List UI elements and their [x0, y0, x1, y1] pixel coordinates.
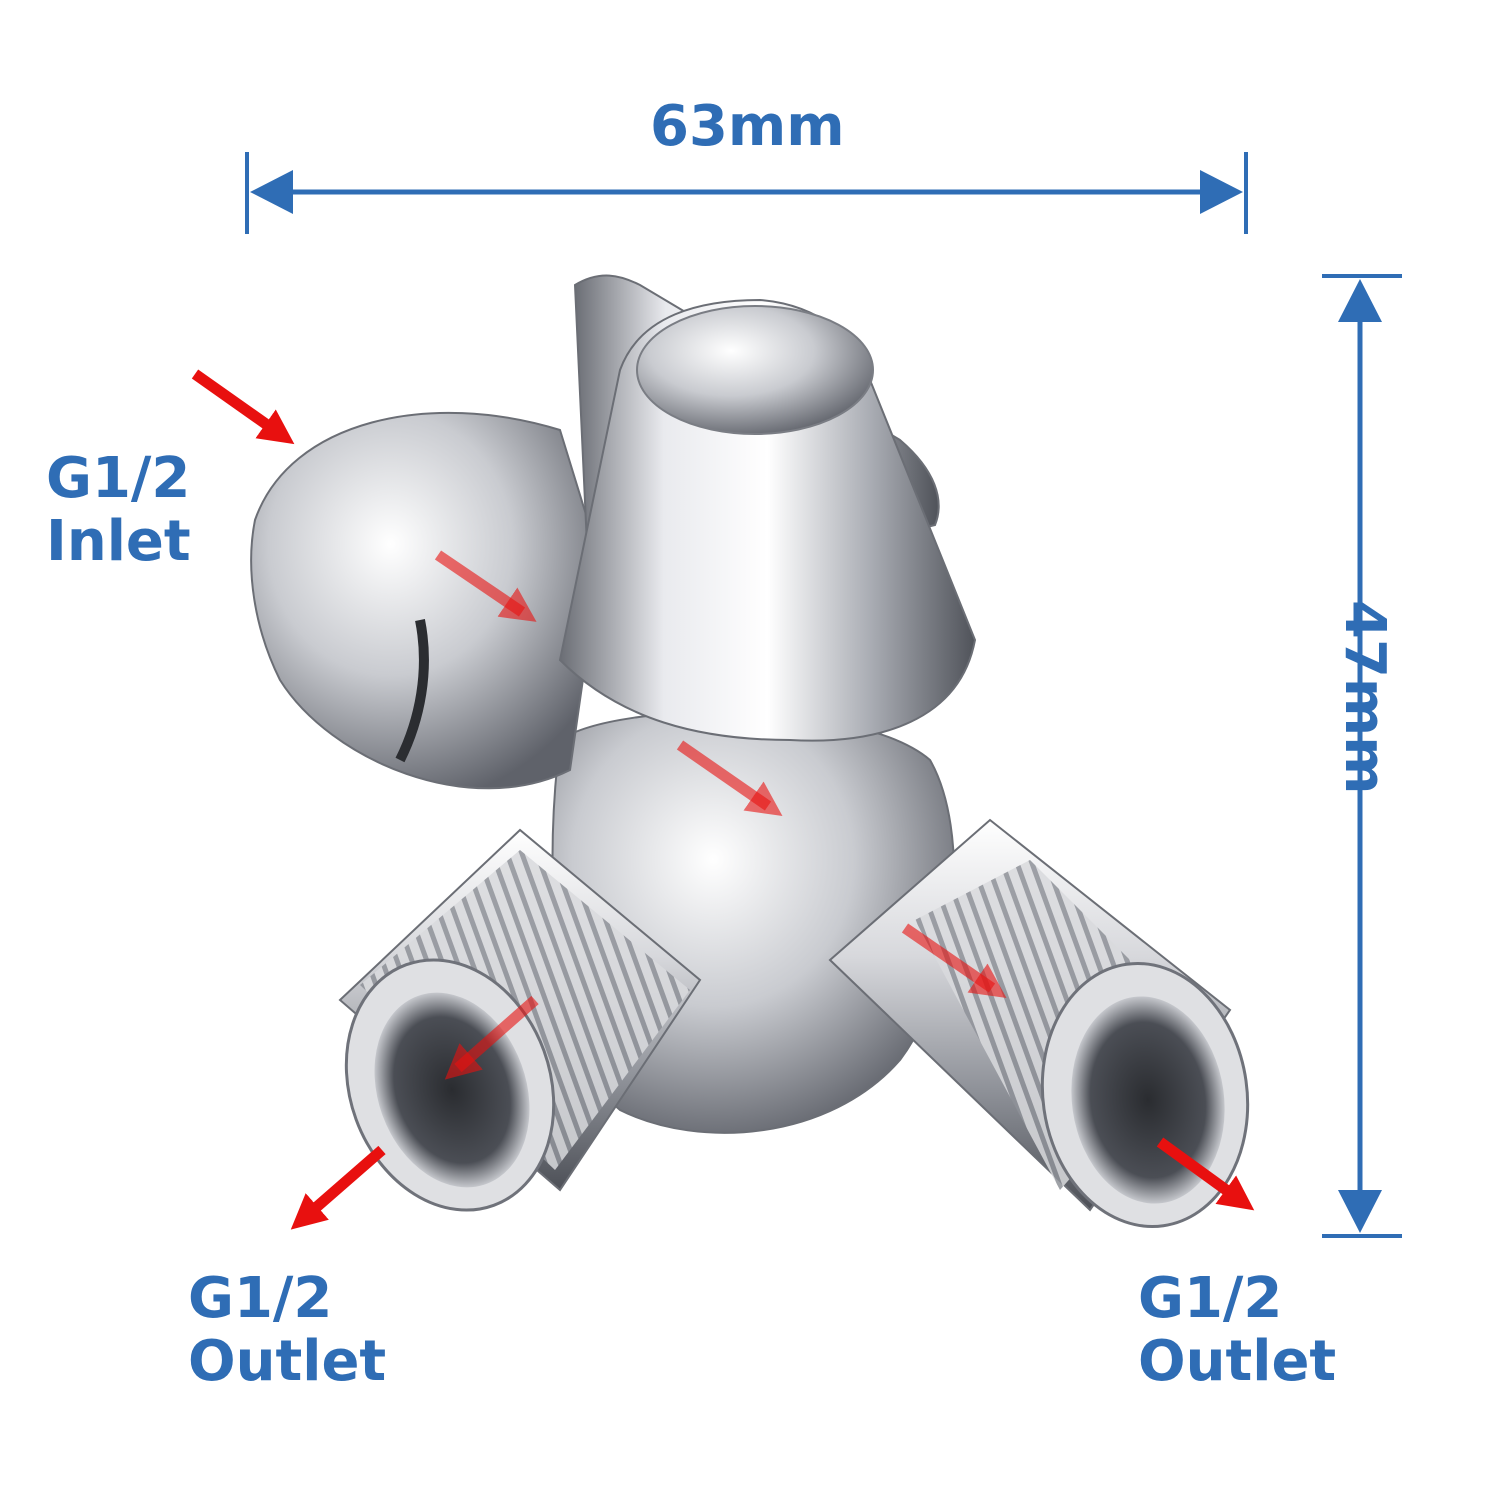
inlet-nut [250, 411, 602, 790]
outlet-right-size: G1/2 [1138, 1266, 1283, 1331]
flow-arrow-outlet-left [290, 1145, 386, 1230]
arrowhead-right-icon [1200, 170, 1243, 214]
handle-knob-top [636, 305, 874, 435]
flow-arrow-internal-3 [444, 995, 539, 1080]
inlet-type: Inlet [46, 508, 191, 574]
height-dimension [1322, 274, 1402, 1238]
flow-arrow-outlet-right [1156, 1137, 1255, 1211]
valve-body [250, 274, 1250, 1228]
flow-arrows [191, 369, 1255, 1230]
outlet-left-type: Outlet [188, 1328, 387, 1394]
flow-arrow-internal-2 [676, 740, 783, 817]
outlet-right-type: Outlet [1138, 1328, 1337, 1394]
inlet-label: G1/2 Inlet [46, 446, 191, 574]
flow-arrow-internal-1 [434, 550, 537, 622]
height-dimension-label: 47mm [1332, 600, 1397, 795]
outlet-right-label: G1/2 Outlet [1138, 1266, 1337, 1394]
arrowhead-up-icon [1338, 279, 1382, 322]
inlet-size: G1/2 [46, 446, 191, 511]
width-dimension-label: 63mm [650, 94, 845, 159]
width-dimension [245, 152, 1248, 234]
flow-arrow-internal-4 [901, 923, 1007, 998]
outlet-left-label: G1/2 Outlet [188, 1266, 387, 1394]
arrowhead-down-icon [1338, 1190, 1382, 1233]
outlet-left-size: G1/2 [188, 1266, 333, 1331]
right-outlet-bore [1071, 996, 1225, 1204]
arrowhead-left-icon [250, 170, 293, 214]
flow-arrow-inlet [191, 369, 295, 445]
